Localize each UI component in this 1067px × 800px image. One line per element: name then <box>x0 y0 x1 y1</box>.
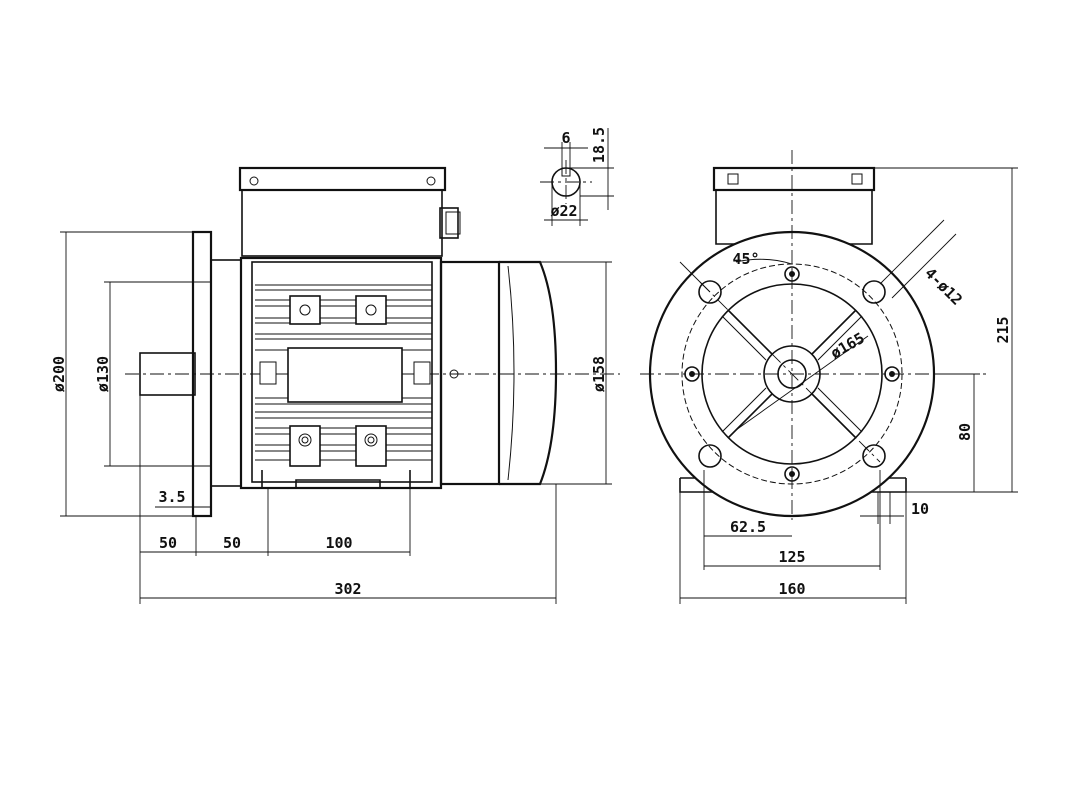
dim-holes: 4-ø12 <box>921 264 966 309</box>
dim-d130: ø130 <box>94 356 112 392</box>
dim-angle: 45° <box>732 250 759 268</box>
dim-half-span: 62.5 <box>730 518 766 536</box>
dim-key-height: 18.5 <box>590 127 608 163</box>
mounting-holes <box>698 280 886 468</box>
dim-d158: ø158 <box>590 356 608 392</box>
dim-width: 160 <box>778 580 805 598</box>
dim-d200: ø200 <box>50 356 68 392</box>
dim-key-width: 6 <box>561 129 570 147</box>
right-clamp <box>413 361 431 385</box>
flange-spigot <box>210 259 242 487</box>
shaft <box>139 352 196 396</box>
nameplate <box>287 347 403 403</box>
side-dimensions <box>60 231 612 604</box>
dim-302: 302 <box>334 580 361 598</box>
terminal-box <box>238 166 461 257</box>
side-feet <box>261 470 411 489</box>
dim-50-b: 50 <box>223 534 241 552</box>
fan-cover <box>439 260 558 486</box>
shaft-detail: 6 18.5 ø22 <box>540 127 614 226</box>
dim-center-height: 80 <box>956 423 974 441</box>
upper-lugs <box>289 295 387 325</box>
dim-3-5: 3.5 <box>158 488 185 506</box>
dim-height: 215 <box>994 316 1012 343</box>
front-view: 45° 4-ø12 ø165 215 80 10 62.5 125 160 <box>640 150 1018 604</box>
side-view: ø200 ø130 ø158 3.5 50 50 100 302 <box>50 166 620 604</box>
dim-foot-thk: 10 <box>911 500 929 518</box>
left-clamp <box>259 361 277 385</box>
dim-50-a: 50 <box>159 534 177 552</box>
cooling-fins <box>255 284 432 461</box>
body-inner-frame <box>251 261 433 483</box>
dim-foot-span: 125 <box>778 548 805 566</box>
dim-100: 100 <box>325 534 352 552</box>
lower-lugs <box>289 425 387 467</box>
dim-shaft-dia: ø22 <box>550 202 577 220</box>
